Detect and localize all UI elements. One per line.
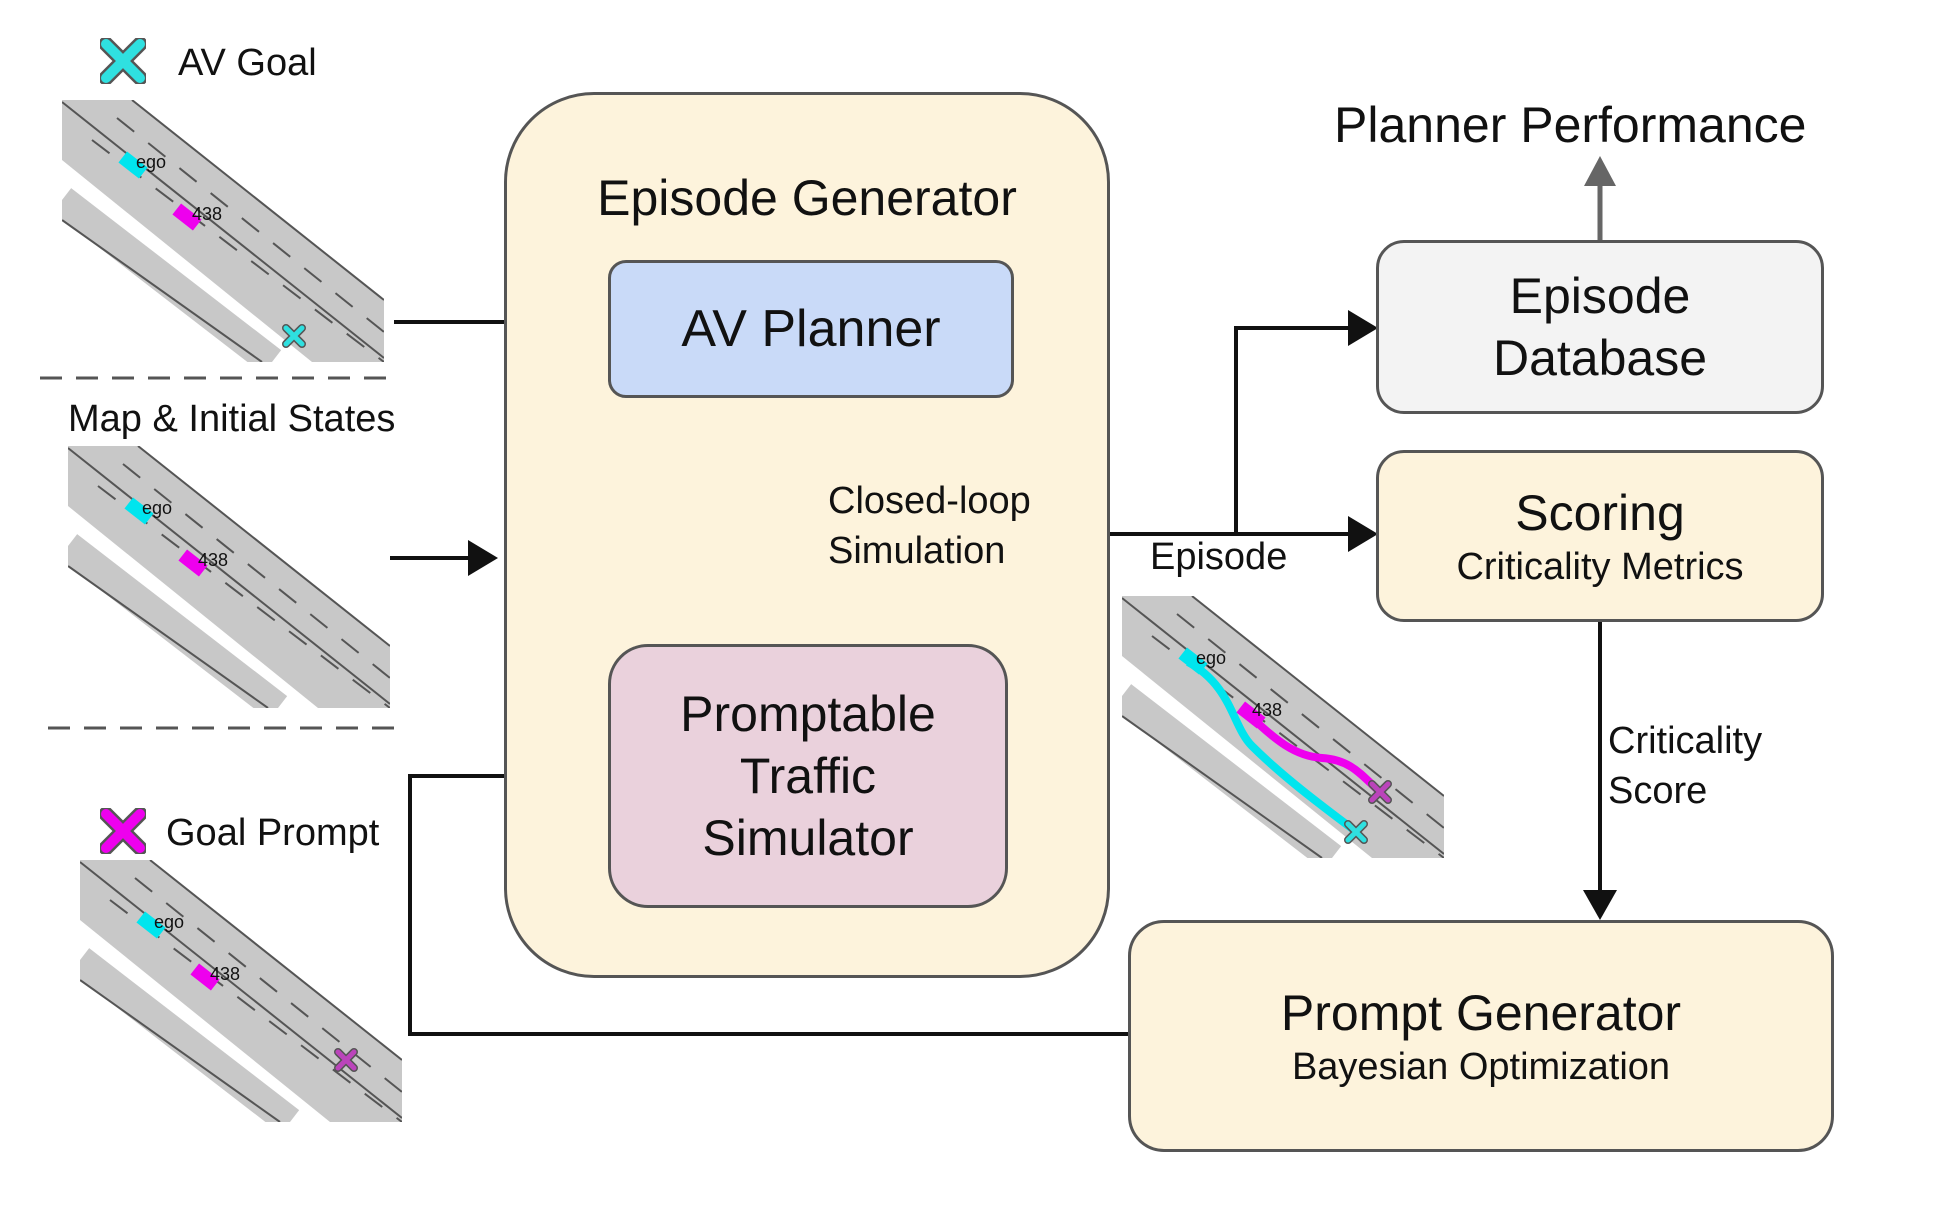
planner-performance-label: Planner Performance: [1334, 97, 1807, 153]
closed-loop-label-line2: Simulation: [828, 530, 1006, 572]
av-goal-label: AV Goal: [178, 42, 317, 84]
scoring-subtitle: Criticality Metrics: [1456, 546, 1744, 588]
simulator-title-line3: Simulator: [702, 810, 914, 866]
arrow-episode-outputs: [1110, 310, 1378, 552]
arrow-scoring-to-prompt: [1583, 620, 1617, 920]
episode-database-box: Episode Database: [1376, 240, 1824, 414]
agent-tag: 438: [1252, 700, 1283, 720]
av-planner-title: AV Planner: [681, 300, 941, 358]
ego-tag: ego: [136, 152, 167, 172]
av-goal-marker-icon: [98, 36, 148, 86]
ego-tag: ego: [142, 498, 173, 518]
scoring-title: Scoring: [1515, 485, 1685, 541]
prompt-generator-subtitle: Bayesian Optimization: [1291, 1046, 1671, 1088]
scene-av-goal: ego 438: [62, 100, 384, 362]
promptable-traffic-simulator-box: Promptable Traffic Simulator: [608, 644, 1008, 908]
scene-episode: ego 438: [1122, 596, 1444, 858]
map-initial-states-label: Map & Initial States: [68, 398, 396, 440]
scoring-box: Scoring Criticality Metrics: [1376, 450, 1824, 622]
criticality-score-line1: Criticality: [1608, 720, 1763, 762]
goal-prompt-marker-icon: [98, 806, 148, 856]
simulator-title-line1: Promptable: [680, 686, 936, 742]
arrow-map-to-generator: [390, 540, 498, 576]
episode-database-line1: Episode: [1509, 268, 1691, 324]
arrow-database-to-performance: [1584, 156, 1616, 240]
agent-tag: 438: [210, 964, 241, 984]
episode-generator-title: Episode Generator: [597, 170, 1017, 226]
ego-tag: ego: [1196, 648, 1227, 668]
ego-tag: ego: [154, 912, 185, 932]
agent-tag: 438: [198, 550, 229, 570]
agent-tag: 438: [192, 204, 223, 224]
episode-database-line2: Database: [1492, 330, 1708, 386]
closed-loop-label-line1: Closed-loop: [828, 480, 1031, 522]
scene-goal-prompt: ego 438: [80, 860, 402, 1122]
prompt-generator-box: Prompt Generator Bayesian Optimization: [1128, 920, 1834, 1152]
prompt-generator-title: Prompt Generator: [1280, 985, 1682, 1041]
av-planner-box: AV Planner: [608, 260, 1014, 398]
criticality-score-line2: Score: [1608, 770, 1708, 812]
goal-prompt-label: Goal Prompt: [166, 812, 380, 854]
simulator-title-line2: Traffic: [739, 748, 877, 804]
episode-label: Episode: [1150, 536, 1288, 578]
scene-map-initial-states: ego 438: [68, 446, 390, 708]
